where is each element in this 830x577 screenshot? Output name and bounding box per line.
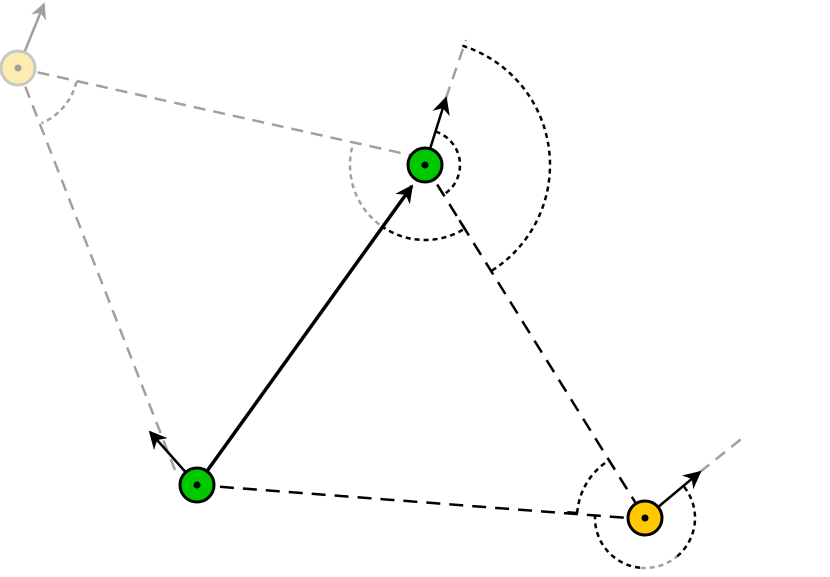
angle-arc-faded xyxy=(41,81,78,125)
angle-arc-top-bottom xyxy=(380,225,466,242)
motion-arrow xyxy=(195,184,414,487)
angle-tick-top-small xyxy=(437,185,445,196)
angle-arc-right-lower-b xyxy=(676,485,697,558)
heading-extension-top xyxy=(444,39,468,99)
angle-arc-top-small xyxy=(435,130,462,196)
angle-arc-right-upper xyxy=(575,459,610,514)
angle-arc-top-gray xyxy=(348,147,383,228)
node-center-dot-top xyxy=(421,161,429,169)
angle-arc-right-lower-a xyxy=(593,514,641,570)
edge-faded-to-bottom-left xyxy=(16,67,177,471)
node-center-dot-bottom-left xyxy=(193,481,201,489)
heading-extension-right xyxy=(699,435,746,473)
edge-faded-to-top xyxy=(17,66,411,157)
angle-arc-right-lower-gray xyxy=(640,555,678,570)
angle-tick-right-upper xyxy=(608,459,616,470)
edge-bottom-left-to-right xyxy=(196,483,629,520)
angle-arc-top-large xyxy=(462,44,552,273)
node-center-dot-right xyxy=(641,514,649,522)
node-center-dot-faded xyxy=(14,64,22,72)
angle-tick-right-left xyxy=(567,511,578,515)
angle-tick-top-bottom xyxy=(458,219,466,230)
